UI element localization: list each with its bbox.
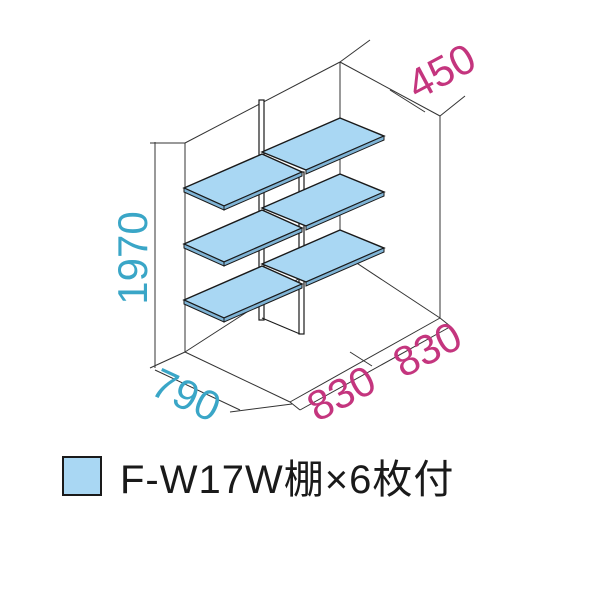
shelf-board bbox=[260, 117, 386, 175]
dimension-width-front-label: 830 bbox=[385, 312, 469, 386]
dimension-height-label: 1970 bbox=[109, 211, 156, 304]
legend-swatch bbox=[62, 456, 102, 496]
shelf-board bbox=[182, 153, 304, 211]
shelf-board bbox=[182, 265, 304, 323]
legend: F-W17W棚×6枚付 bbox=[62, 452, 454, 502]
dimension-depth-right-label: 450 bbox=[399, 34, 483, 108]
dimension-depth-left-label: 790 bbox=[144, 359, 227, 431]
shelf-board bbox=[260, 229, 386, 287]
storage-shelf-diagram: 1970 790 830 830 450 bbox=[109, 34, 483, 431]
shelf-post-foot bbox=[261, 317, 301, 335]
legend-label: F-W17W棚×6枚付 bbox=[120, 458, 455, 502]
shelf-board bbox=[260, 173, 386, 231]
dimension-width-front-label: 830 bbox=[299, 356, 383, 430]
shelf-board bbox=[182, 209, 304, 267]
dimension-lines bbox=[149, 39, 466, 413]
